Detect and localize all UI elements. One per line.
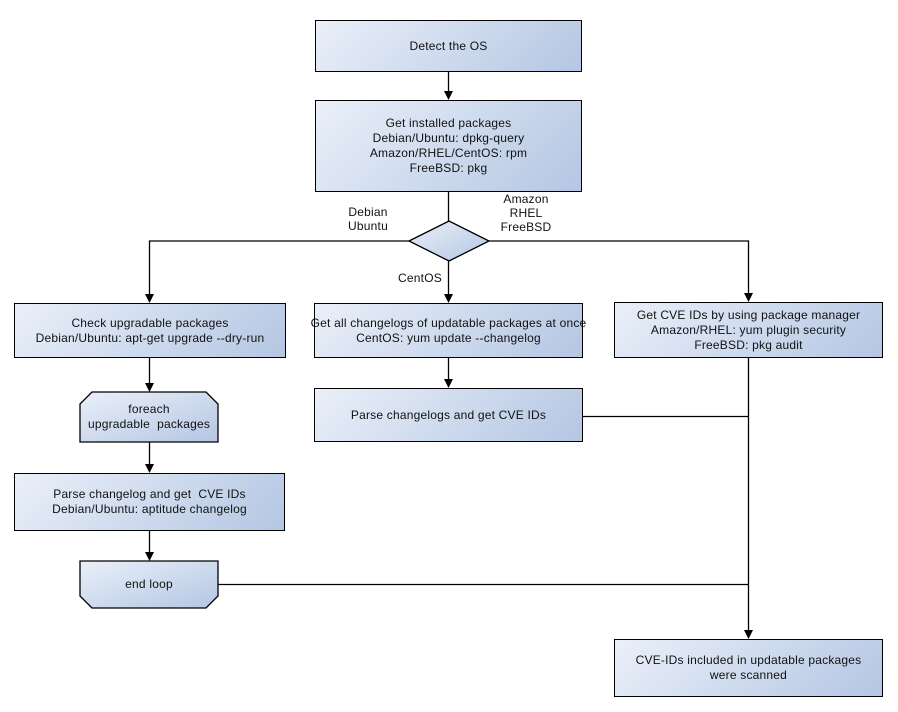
node-get-all-changelogs: Get all changelogs of updatable packages… xyxy=(311,303,586,358)
arrowhead xyxy=(145,552,154,561)
connectors xyxy=(148,72,750,631)
loop-start-shape xyxy=(79,391,219,443)
loop-start-foreach-label: foreach upgradable packages xyxy=(87,402,211,431)
edge-label-debian-ubuntu: Debian Ubuntu xyxy=(348,205,388,233)
node-get-installed-packages: Get installed packages Debian/Ubuntu: dp… xyxy=(315,100,582,192)
decision-os-diamond xyxy=(407,220,491,262)
edge-decision-to-cveids xyxy=(489,240,750,294)
arrowhead xyxy=(744,630,753,639)
node-parse-changelogs-centos: Parse changelogs and get CVE IDs xyxy=(314,388,583,442)
node-detect-os: Detect the OS xyxy=(315,20,582,72)
node-check-upgradable-packages: Check upgradable packages Debian/Ubuntu:… xyxy=(14,303,286,358)
edge-label-centos: CentOS xyxy=(398,271,442,285)
loop-end-label: end loop xyxy=(125,577,173,591)
node-get-cve-ids-by-package-manager: Get CVE IDs by using package manager Ama… xyxy=(614,302,883,358)
edge-decision-to-check xyxy=(148,240,409,295)
arrowhead xyxy=(145,383,154,392)
node-parse-changelog-debian: Parse changelog and get CVE IDs Debian/U… xyxy=(14,473,285,531)
arrowhead xyxy=(444,294,453,303)
arrowhead xyxy=(444,379,453,388)
node-cve-ids-scanned: CVE-IDs included in updatable packages w… xyxy=(614,639,883,697)
arrowheads xyxy=(145,91,753,639)
arrowhead xyxy=(744,293,753,302)
arrowhead xyxy=(444,91,453,100)
arrowhead xyxy=(145,294,154,303)
edge-label-amazon-rhel-freebsd: Amazon RHEL FreeBSD xyxy=(500,192,552,234)
loop-end-shape xyxy=(79,560,219,609)
arrowhead xyxy=(145,464,154,473)
